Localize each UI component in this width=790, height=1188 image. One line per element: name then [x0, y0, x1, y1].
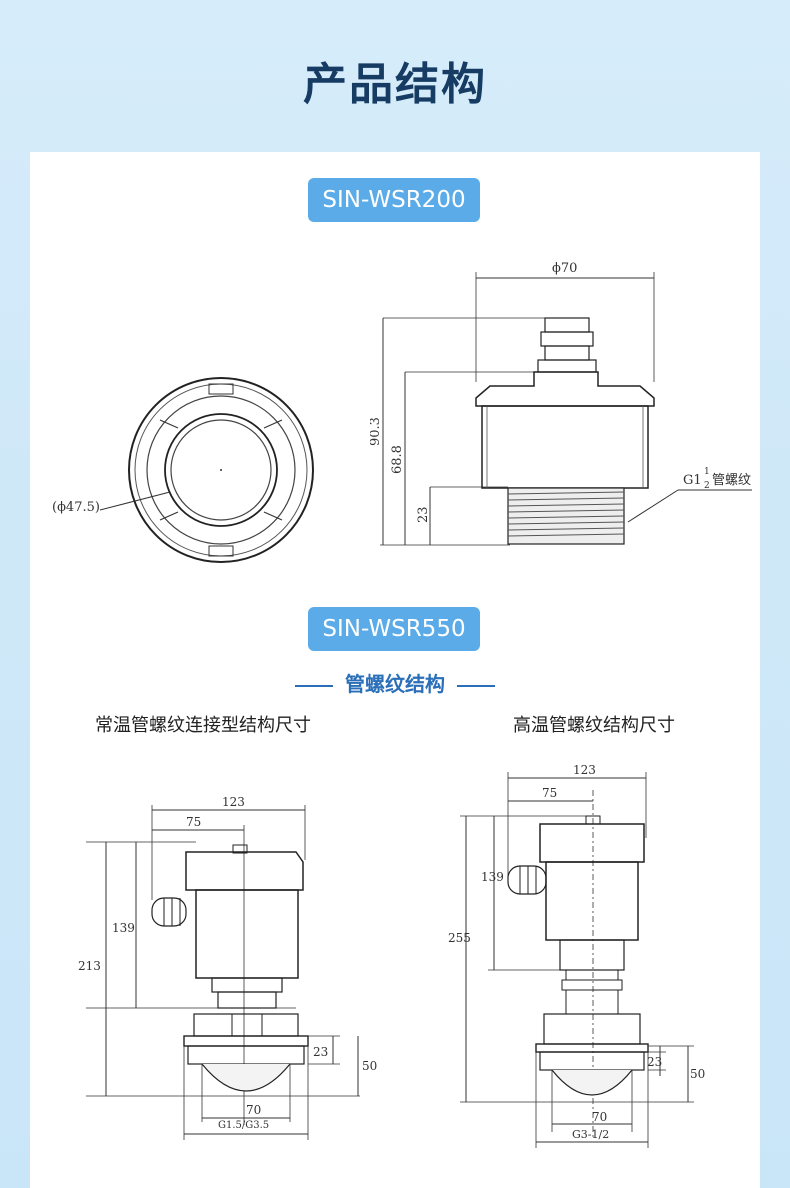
wsr200-height-total: 90.3 [370, 417, 383, 446]
high-bottom-height-label: 50 [690, 1067, 705, 1081]
normal-bottom-width-label: 70 [246, 1103, 261, 1117]
wsr200-thread-label-g1: G1 [683, 473, 702, 488]
high-width-label: 123 [573, 763, 596, 777]
wsr200-top-view-drawing: (ϕ47.5) [52, 377, 314, 563]
high-temp-drawing: 123 75 255 139 23 50 70 G3-1/2 [448, 763, 705, 1148]
page-title: 产品结构 [303, 59, 487, 110]
normal-temp-drawing: 123 75 213 139 23 50 70 G1.5/G3.5 [78, 795, 377, 1140]
high-offset-label: 75 [542, 786, 557, 800]
high-flange-height-label: 23 [647, 1055, 662, 1069]
normal-thread-label: G1.5/G3.5 [218, 1120, 269, 1131]
model-badge-wsr550: SIN-WSR550 [308, 607, 480, 651]
section-heading: 管螺纹结构 [0, 668, 790, 697]
wsr200-side-view-drawing: ϕ70 90.3 68.8 23 G1 1 2 管螺纹 [370, 261, 752, 546]
normal-flange-height-label: 23 [313, 1045, 328, 1059]
heading-rule-left [295, 684, 333, 687]
normal-width-label: 123 [222, 795, 245, 809]
section-heading-text: 管螺纹结构 [345, 672, 445, 696]
heading-rule-right [457, 684, 495, 687]
wsr200-height-body: 68.8 [390, 445, 405, 474]
caption-high-temp: 高温管螺纹结构尺寸 [513, 715, 675, 736]
wsr200-thread-label-type: 管螺纹 [712, 473, 751, 488]
caption-normal-temp: 常温管螺纹连接型结构尺寸 [95, 715, 311, 736]
wsr200-thread-fraction-bottom: 2 [704, 481, 710, 491]
normal-bottom-height-label: 50 [362, 1059, 377, 1073]
normal-total-height-label: 213 [78, 959, 101, 973]
normal-offset-label: 75 [186, 815, 201, 829]
high-bottom-width-label: 70 [592, 1110, 607, 1124]
wsr200-thread-fraction-top: 1 [704, 467, 710, 477]
high-body-height-label: 139 [481, 870, 504, 884]
high-total-height-label: 255 [448, 931, 471, 945]
wsr200-diameter-label: (ϕ47.5) [52, 500, 100, 515]
model-badge-wsr200: SIN-WSR200 [308, 178, 480, 222]
high-thread-label: G3-1/2 [572, 1128, 609, 1141]
wsr200-width-label: ϕ70 [552, 261, 577, 276]
normal-body-height-label: 139 [112, 921, 135, 935]
content-card [30, 152, 760, 1188]
wsr200-height-thread: 23 [416, 506, 431, 523]
